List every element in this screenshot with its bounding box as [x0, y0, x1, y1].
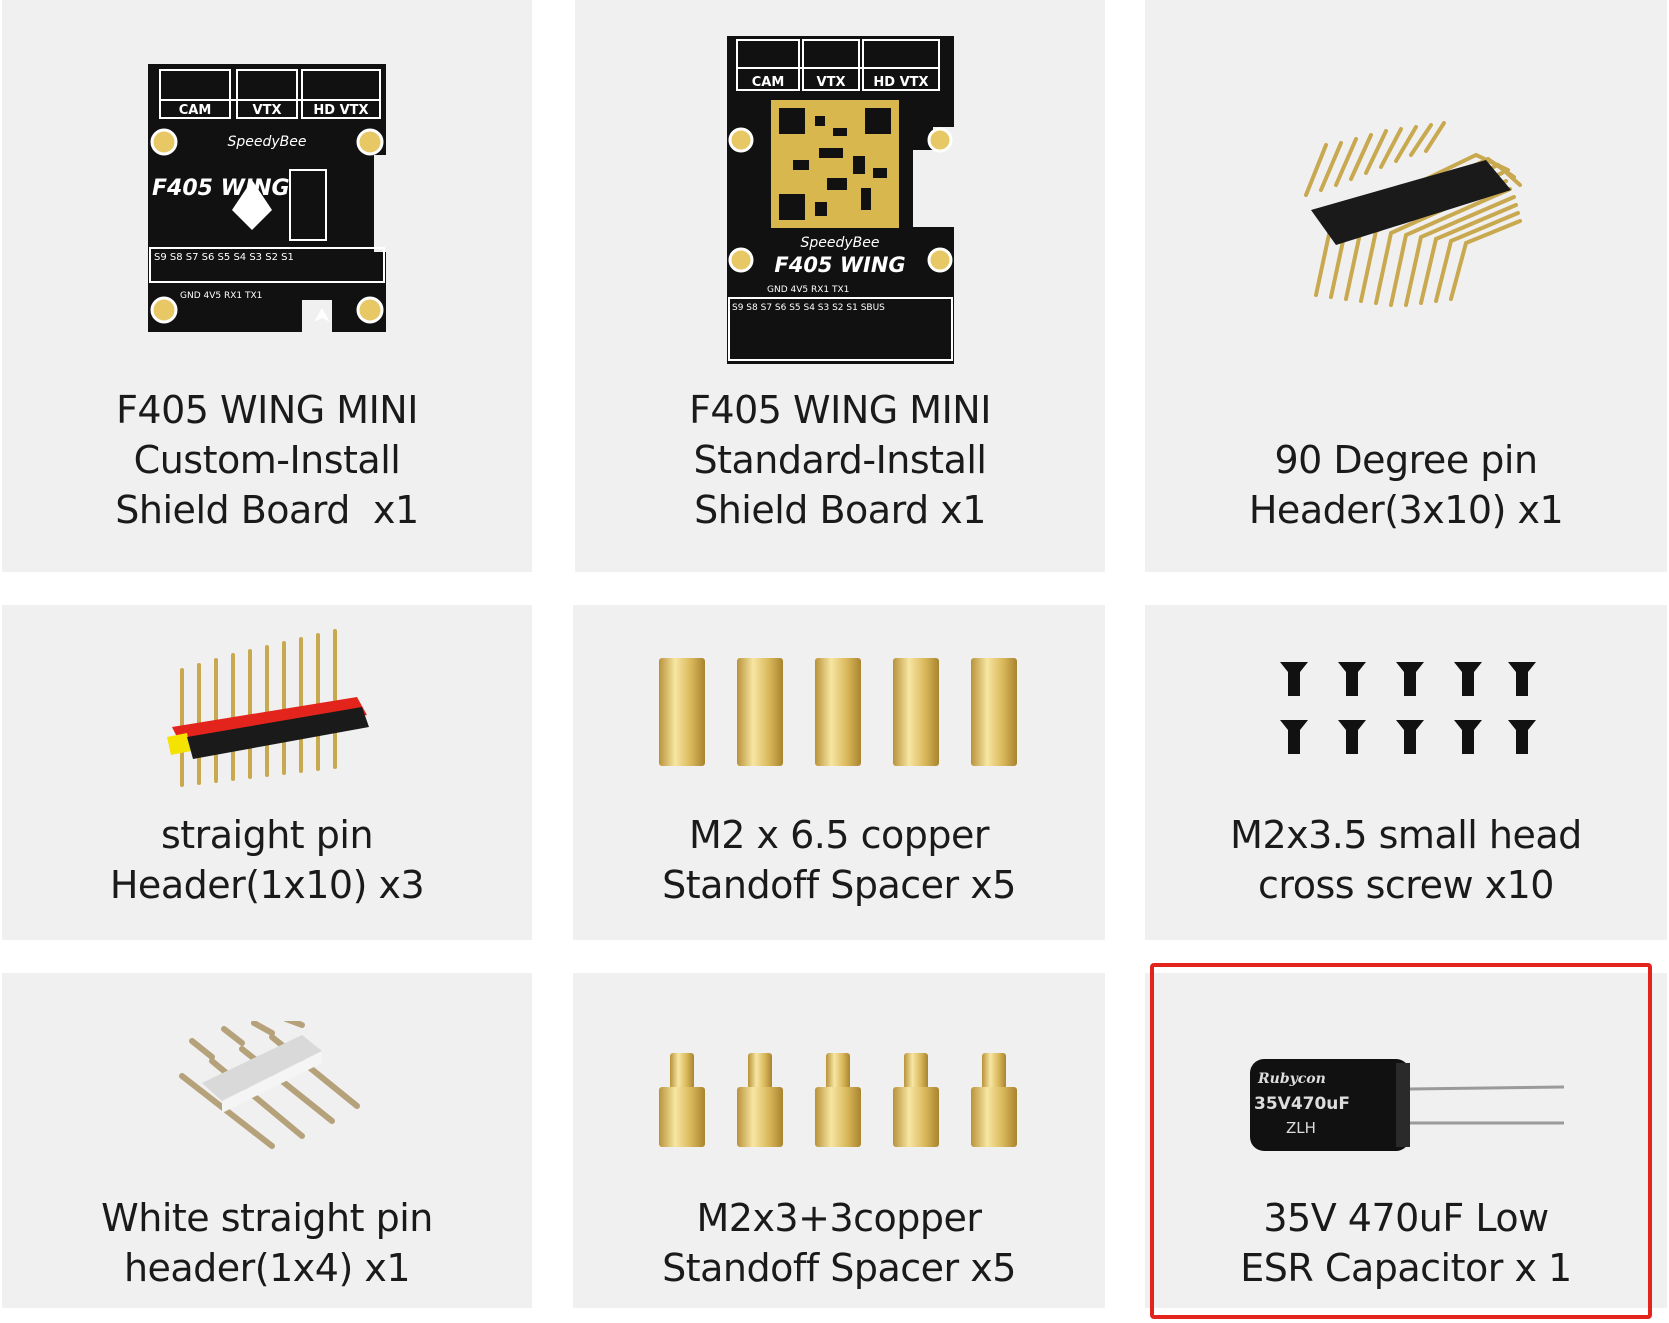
standard-shield-board-image: CAM VTX HD VTX SpeedyBee F405 WING GND 4…	[575, 32, 1105, 367]
label-line: White straight pin	[101, 1196, 433, 1240]
label-line: Header(1x10) x3	[109, 863, 425, 907]
board-model: F405 WING	[152, 176, 290, 201]
item-card-m2-3-5-screw: M2x3.5 small head cross screw x10	[1145, 605, 1667, 940]
label-line: straight pin	[160, 813, 374, 857]
90-degree-pin-header-image	[1145, 110, 1667, 320]
item-label: F405 WING MINI Standard-Install Shield B…	[575, 385, 1105, 535]
capacitor-rating: 35V470uF	[1254, 1094, 1350, 1114]
port-label-cam: CAM	[179, 103, 212, 118]
item-label: straight pin Header(1x10) x3	[2, 810, 532, 910]
item-label: 90 Degree pin Header(3x10) x1	[1145, 435, 1667, 535]
port-label-hdvtx: HD VTX	[313, 103, 368, 118]
label-line: ESR Capacitor x 1	[1240, 1246, 1572, 1290]
capacitor-brand: Rubycon	[1257, 1071, 1326, 1087]
label-line: header(1x4) x1	[123, 1246, 411, 1290]
white-straight-pin-header-image	[2, 1018, 532, 1168]
label-line: M2 x 6.5 copper	[688, 813, 990, 857]
item-card-straight-header: straight pin Header(1x10) x3	[2, 605, 532, 940]
item-label: F405 WING MINI Custom-Install Shield Boa…	[2, 385, 532, 535]
label-line: F405 WING MINI	[116, 388, 418, 432]
item-card-custom-shield: CAM VTX HD VTX SpeedyBee F405 WING S9 S8…	[2, 0, 532, 572]
capacitor-image: Rubycon 35V470uF ZLH	[1145, 1048, 1667, 1158]
m2-3-5-screws-image	[1145, 655, 1667, 765]
straight-pin-header-image	[2, 625, 532, 795]
port-label-vtx: VTX	[253, 103, 282, 118]
board-model: F405 WING	[774, 253, 905, 277]
bottom-labels: GND 4V5 RX1 TX1	[180, 291, 262, 301]
port-label-hdvtx: HD VTX	[873, 75, 928, 90]
label-line: Standoff Spacer x5	[662, 863, 1016, 907]
item-card-capacitor: Rubycon 35V470uF ZLH 35V 470uF Low ESR C…	[1145, 973, 1667, 1308]
label-line: Header(3x10) x1	[1248, 488, 1564, 532]
pad-labels: S9 S8 S7 S6 S5 S4 S3 S2 S1	[154, 252, 294, 263]
item-card-standard-shield: CAM VTX HD VTX SpeedyBee F405 WING GND 4…	[575, 0, 1105, 572]
pad-labels: S9 S8 S7 S6 S5 S4 S3 S2 S1 SBUS	[732, 303, 885, 313]
label-line: M2x3.5 small head	[1230, 813, 1582, 857]
capacitor-series: ZLH	[1286, 1119, 1316, 1137]
capacitor-highlight-box	[1150, 963, 1652, 1319]
label-line: F405 WING MINI	[689, 388, 991, 432]
label-line: cross screw x10	[1258, 863, 1554, 907]
label-line: Shield Board x1	[115, 488, 419, 532]
item-label: M2 x 6.5 copper Standoff Spacer x5	[573, 810, 1105, 910]
item-label: M2x3.5 small head cross screw x10	[1145, 810, 1667, 910]
label-line: 90 Degree pin	[1274, 438, 1538, 482]
item-card-m2x3-3-standoff: M2x3+3copper Standoff Spacer x5	[573, 973, 1105, 1308]
label-line: Custom-Install	[133, 438, 401, 482]
board-logo: SpeedyBee	[227, 134, 306, 150]
custom-shield-board-image: CAM VTX HD VTX SpeedyBee F405 WING S9 S8…	[2, 55, 532, 340]
port-label-vtx: VTX	[816, 75, 845, 90]
item-label: 35V 470uF Low ESR Capacitor x 1	[1145, 1193, 1667, 1293]
m2-6-5-standoff-image	[573, 650, 1105, 770]
label-line: 35V 470uF Low	[1263, 1196, 1549, 1240]
item-card-90-degree-header: 90 Degree pin Header(3x10) x1	[1145, 0, 1667, 572]
label-line: Standoff Spacer x5	[662, 1246, 1016, 1290]
port-label-cam: CAM	[751, 75, 784, 90]
label-line: Shield Board x1	[694, 488, 986, 532]
item-card-white-header: White straight pin header(1x4) x1	[2, 973, 532, 1308]
label-line: M2x3+3copper	[696, 1196, 982, 1240]
bottom-labels: GND 4V5 RX1 TX1	[767, 285, 849, 295]
item-label: White straight pin header(1x4) x1	[2, 1193, 532, 1293]
item-label: M2x3+3copper Standoff Spacer x5	[573, 1193, 1105, 1293]
label-line: Standard-Install	[693, 438, 987, 482]
item-card-m2-6-5-standoff: M2 x 6.5 copper Standoff Spacer x5	[573, 605, 1105, 940]
m2x3-3-standoff-image	[573, 1048, 1105, 1153]
board-logo: SpeedyBee	[800, 235, 879, 251]
